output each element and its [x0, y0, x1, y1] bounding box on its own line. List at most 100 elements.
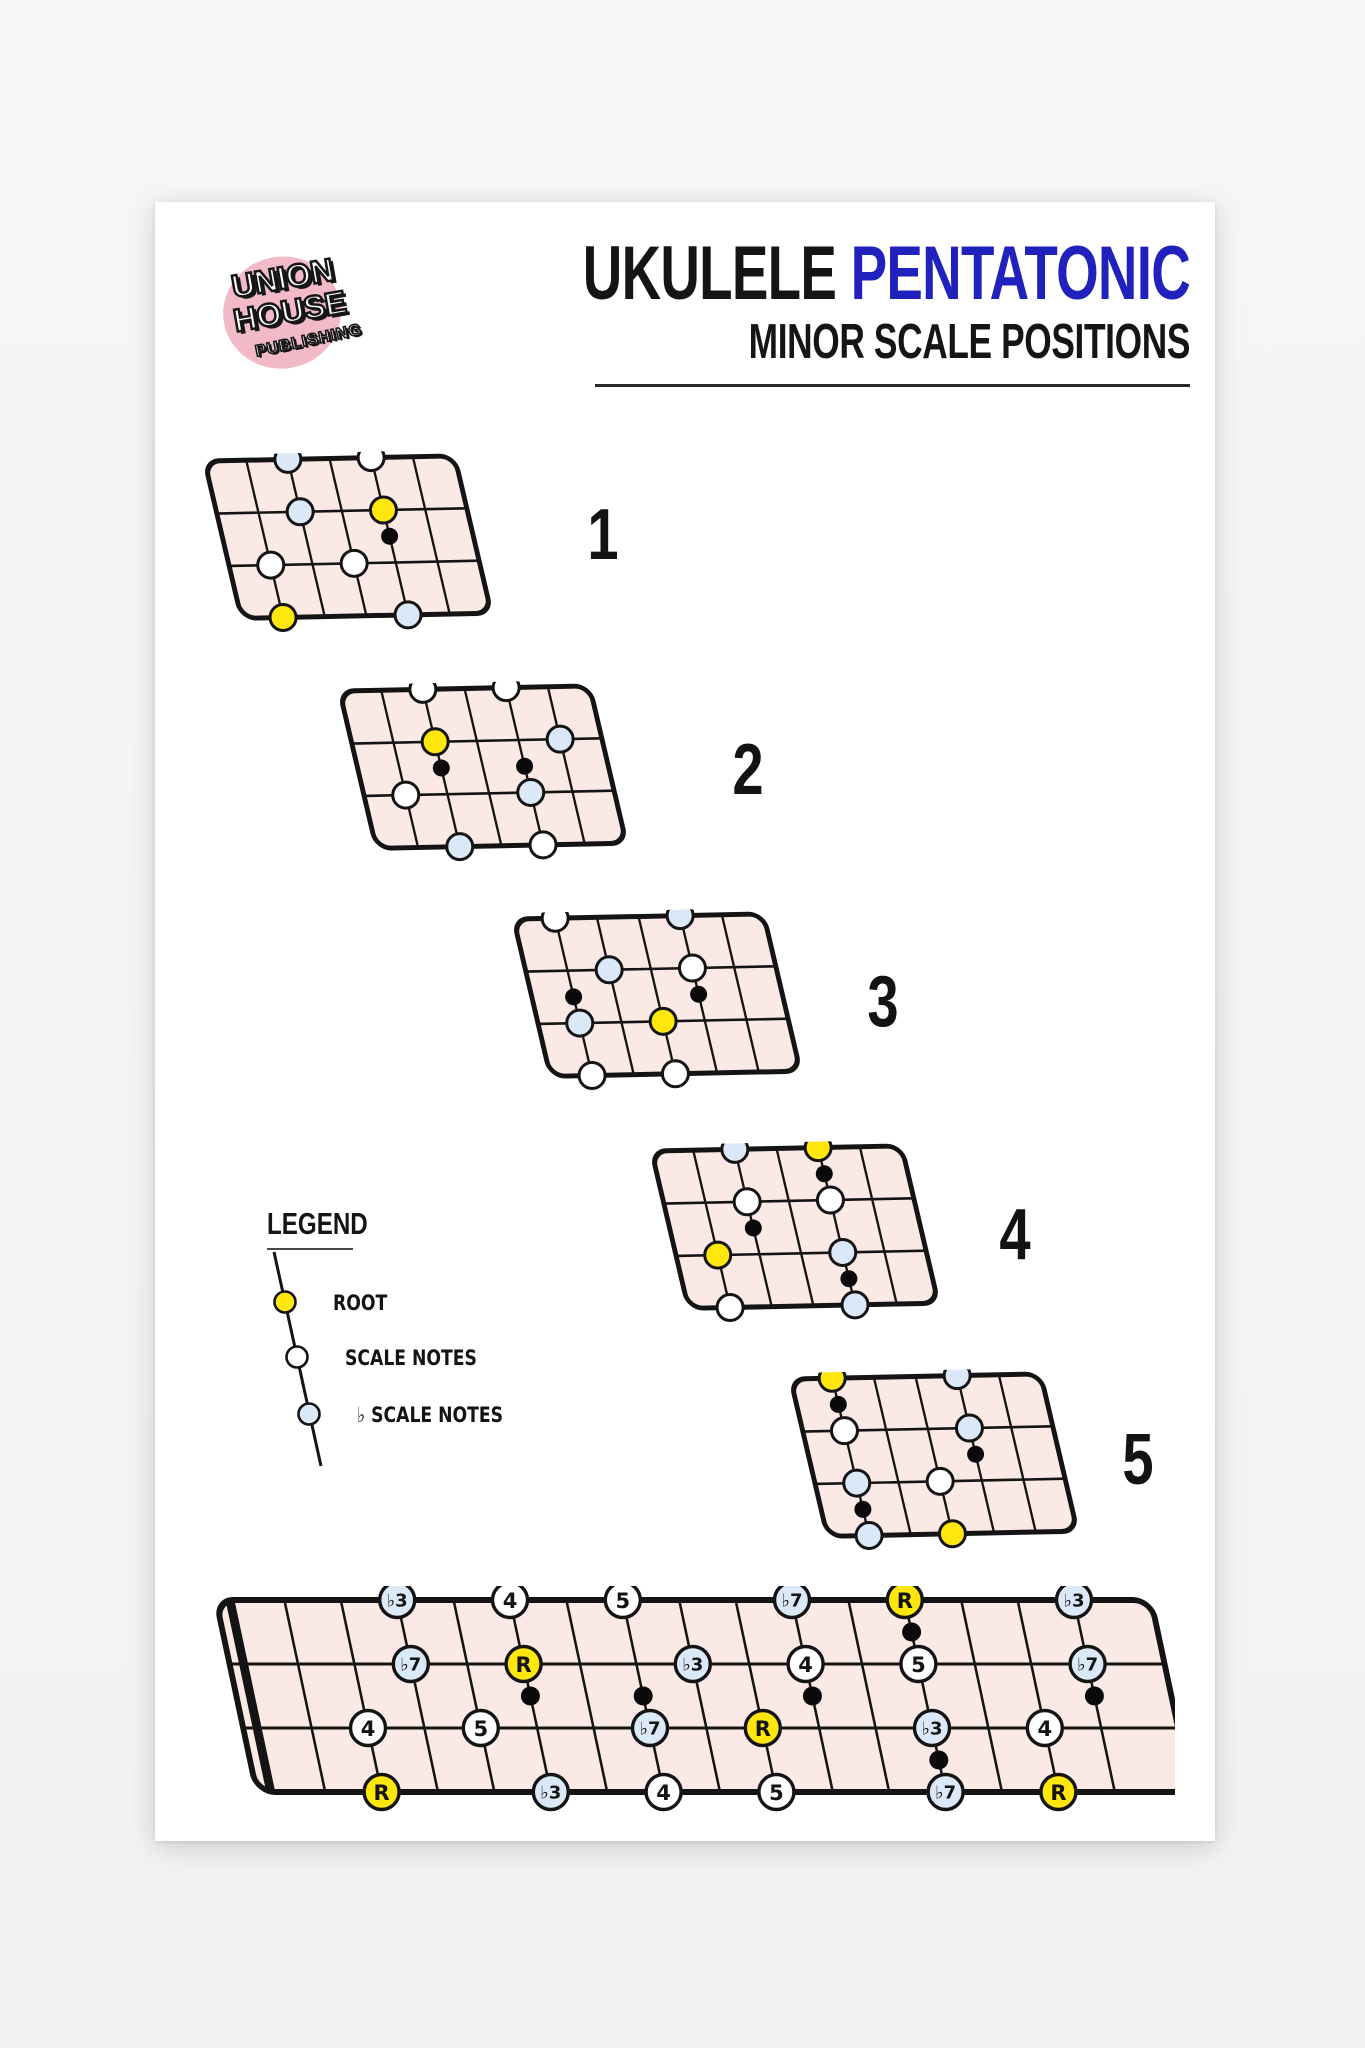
note-scale — [408, 674, 438, 704]
note-flat — [942, 1361, 972, 1391]
note-label: ♭3 — [1063, 1591, 1084, 1612]
position-diagram-5 — [783, 1361, 1097, 1553]
note-scale — [660, 1059, 690, 1089]
note-flat — [912, 1708, 952, 1748]
note-flat — [516, 777, 546, 807]
position-diagram-4 — [644, 1133, 958, 1325]
note-root — [817, 1363, 847, 1393]
note-scale — [528, 830, 558, 860]
position-number-5: 5 — [1122, 1420, 1154, 1500]
fret-marker-dot — [815, 1165, 833, 1183]
title-word-pentatonic: PENTATONIC — [850, 231, 1191, 316]
note-flat — [545, 724, 575, 754]
position-diagram-1 — [197, 443, 511, 635]
fret-marker-dot — [432, 759, 450, 777]
note-scale — [348, 1708, 388, 1748]
note-scale — [256, 550, 286, 580]
note-label: R — [374, 1781, 390, 1805]
note-flat — [828, 1237, 858, 1267]
legend-title: LEGEND — [267, 1206, 368, 1241]
note-label: R — [755, 1717, 771, 1741]
fret-marker-dot — [744, 1219, 762, 1237]
title-word-ukulele: UKULELE — [582, 231, 837, 316]
note-scale — [715, 1293, 745, 1323]
note-label: 5 — [911, 1653, 926, 1677]
note-label: ♭7 — [935, 1783, 956, 1804]
note-label: 5 — [615, 1589, 630, 1613]
note-scale — [491, 673, 521, 703]
title-block: UKULELE PENTATONIC MINOR SCALE POSITIONS — [155, 231, 1191, 369]
note-scale — [644, 1772, 683, 1812]
note-root — [420, 727, 450, 757]
note-label: ♭7 — [400, 1655, 421, 1676]
fret-marker-dot — [1084, 1686, 1104, 1706]
note-flat — [842, 1468, 872, 1498]
note-scale — [356, 443, 386, 473]
poster-page: UNION HOUSE PUBLISHING UKULELE PENTATONI… — [155, 202, 1215, 1841]
note-label: R — [516, 1653, 532, 1677]
legend-item-label: ♭ SCALE NOTES — [357, 1402, 503, 1427]
note-flat — [594, 955, 624, 985]
legend-item-label: ROOT — [333, 1290, 387, 1315]
note-label: ♭3 — [540, 1783, 561, 1804]
position-number-1: 1 — [587, 495, 619, 575]
note-root — [648, 1006, 678, 1036]
note-label: R — [897, 1589, 913, 1613]
position-number-3: 3 — [867, 962, 899, 1042]
note-scale — [815, 1185, 845, 1215]
note-flat — [673, 1644, 712, 1684]
note-scale — [925, 1466, 955, 1496]
note-flat — [285, 497, 315, 527]
note-flat — [565, 1008, 595, 1038]
note-scale — [285, 1345, 309, 1369]
note-label: ♭7 — [1077, 1655, 1098, 1676]
note-label: ♭3 — [921, 1719, 942, 1740]
note-root — [937, 1519, 967, 1549]
note-scale — [577, 1061, 607, 1091]
note-scale — [786, 1644, 825, 1684]
note-flat — [840, 1290, 870, 1320]
note-label: R — [1050, 1781, 1066, 1805]
legend-key: ROOT SCALE NOTES ♭ SCALE NOTES — [250, 1250, 590, 1480]
note-flat — [393, 600, 423, 630]
legend-item-label: SCALE NOTES — [345, 1345, 477, 1370]
note-label: ♭7 — [639, 1719, 660, 1740]
note-flat — [665, 901, 695, 931]
note-flat — [720, 1134, 750, 1164]
fret-marker-dot — [929, 1750, 949, 1770]
nut — [225, 1602, 275, 1790]
note-label: ♭7 — [781, 1591, 802, 1612]
note-root — [273, 1290, 297, 1314]
note-label: ♭3 — [387, 1591, 408, 1612]
note-root — [1039, 1772, 1078, 1812]
note-label: 4 — [1037, 1717, 1052, 1741]
note-label: 5 — [769, 1781, 784, 1805]
note-root — [504, 1644, 543, 1684]
fret-marker-dot — [902, 1622, 922, 1642]
note-label: 4 — [656, 1781, 671, 1805]
note-root — [703, 1240, 733, 1270]
note-flat — [391, 1644, 431, 1684]
note-label: ♭3 — [682, 1655, 703, 1676]
note-scale — [732, 1187, 762, 1217]
note-root — [362, 1772, 401, 1812]
position-number-4: 4 — [999, 1195, 1031, 1275]
note-label: 4 — [361, 1717, 376, 1741]
note-scale — [829, 1416, 859, 1446]
note-scale — [461, 1708, 500, 1748]
note-scale — [1025, 1708, 1064, 1748]
page-title: UKULELE PENTATONIC — [445, 231, 1191, 316]
note-scale — [339, 548, 369, 578]
note-scale — [757, 1772, 796, 1812]
note-scale — [540, 903, 570, 933]
fret-marker-dot — [381, 527, 399, 545]
note-flat — [630, 1708, 670, 1748]
fret-marker-dot — [516, 757, 534, 775]
note-root — [803, 1133, 833, 1163]
note-flat — [297, 1402, 321, 1426]
position-diagram-2 — [332, 673, 646, 865]
fret-marker-dot — [967, 1445, 985, 1463]
note-label: 4 — [798, 1653, 813, 1677]
